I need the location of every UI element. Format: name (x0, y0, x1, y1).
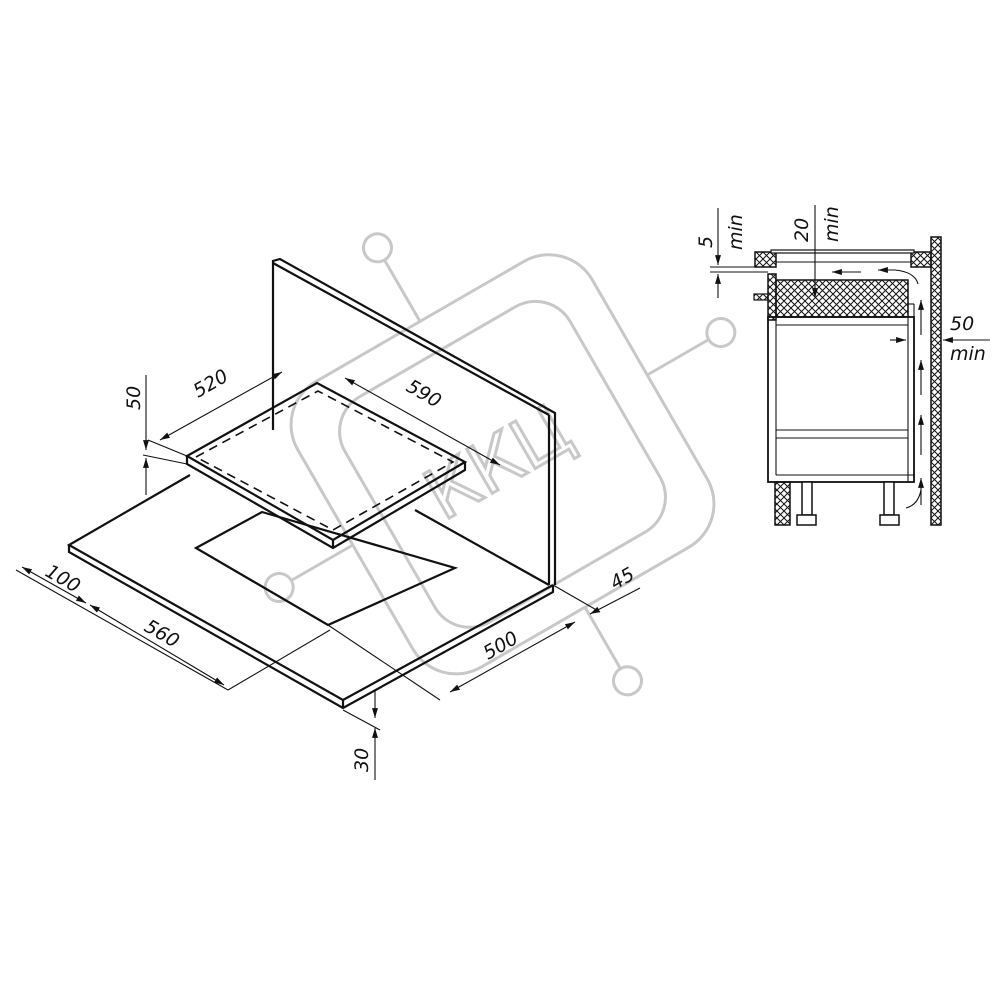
watermark-text: ККЦ (411, 388, 585, 536)
dim-back-offset: 45 (607, 563, 639, 594)
detail-gap-back: 50 (950, 313, 974, 335)
detail-gap-below-unit: min (821, 206, 843, 242)
cutout (193, 510, 459, 627)
dim-counter-thickness: 30 (351, 748, 373, 772)
detail-gap-top: 5 (695, 236, 717, 248)
detail-gap-below: 20 (791, 218, 813, 242)
detail-gap-top-unit: min (725, 214, 747, 250)
watermark: ККЦ (263, 232, 737, 697)
detail-gap-back-unit: min (950, 343, 986, 365)
dim-front-offset: 100 (42, 560, 84, 597)
wall-panel (271, 257, 557, 585)
dim-cutout-width: 560 (141, 615, 183, 652)
dim-hob-width: 590 (403, 375, 445, 412)
dim-hob-depth: 520 (190, 365, 232, 402)
dim-hob-height: 50 (123, 386, 145, 410)
dim-cutout-depth: 500 (480, 627, 522, 664)
dimension-lines (15, 371, 641, 780)
cabinet-section-detail (710, 205, 990, 526)
